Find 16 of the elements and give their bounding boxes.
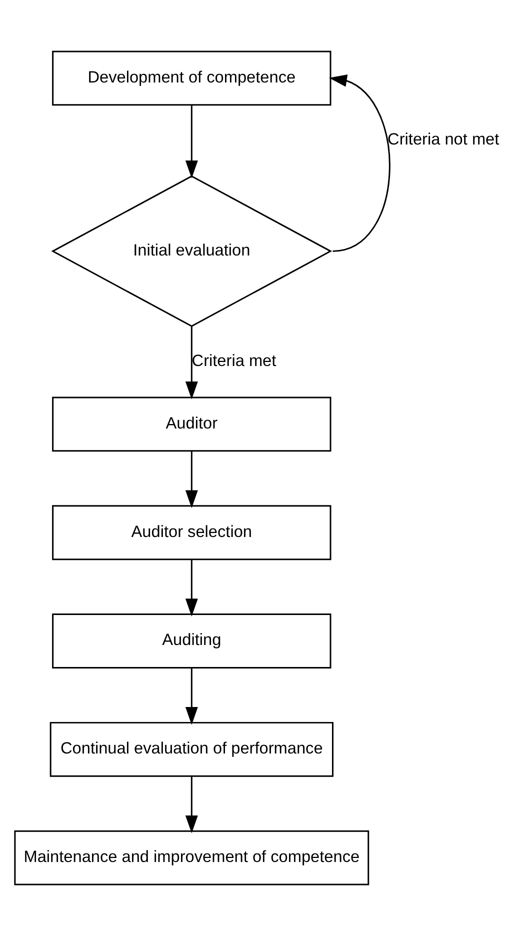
arrow — [184, 668, 198, 725]
arrow — [328, 74, 390, 252]
arrow — [184, 451, 198, 508]
arrow — [184, 106, 198, 178]
arrow — [184, 776, 198, 834]
node-box: Auditor — [52, 396, 331, 452]
edge-label: Criteria not met — [387, 130, 499, 149]
node-box: Auditor selection — [52, 505, 331, 560]
node-box: Continual evaluation of performance — [49, 722, 333, 777]
arrow — [184, 326, 198, 400]
node-box: Maintenance and improvement of competence — [14, 830, 369, 886]
edge-label: Criteria met — [191, 352, 276, 370]
node-box: Development of competence — [52, 50, 331, 106]
arrow — [184, 560, 198, 616]
node-box: Auditing — [52, 614, 331, 668]
node-diamond: Initial evaluation — [50, 175, 332, 328]
